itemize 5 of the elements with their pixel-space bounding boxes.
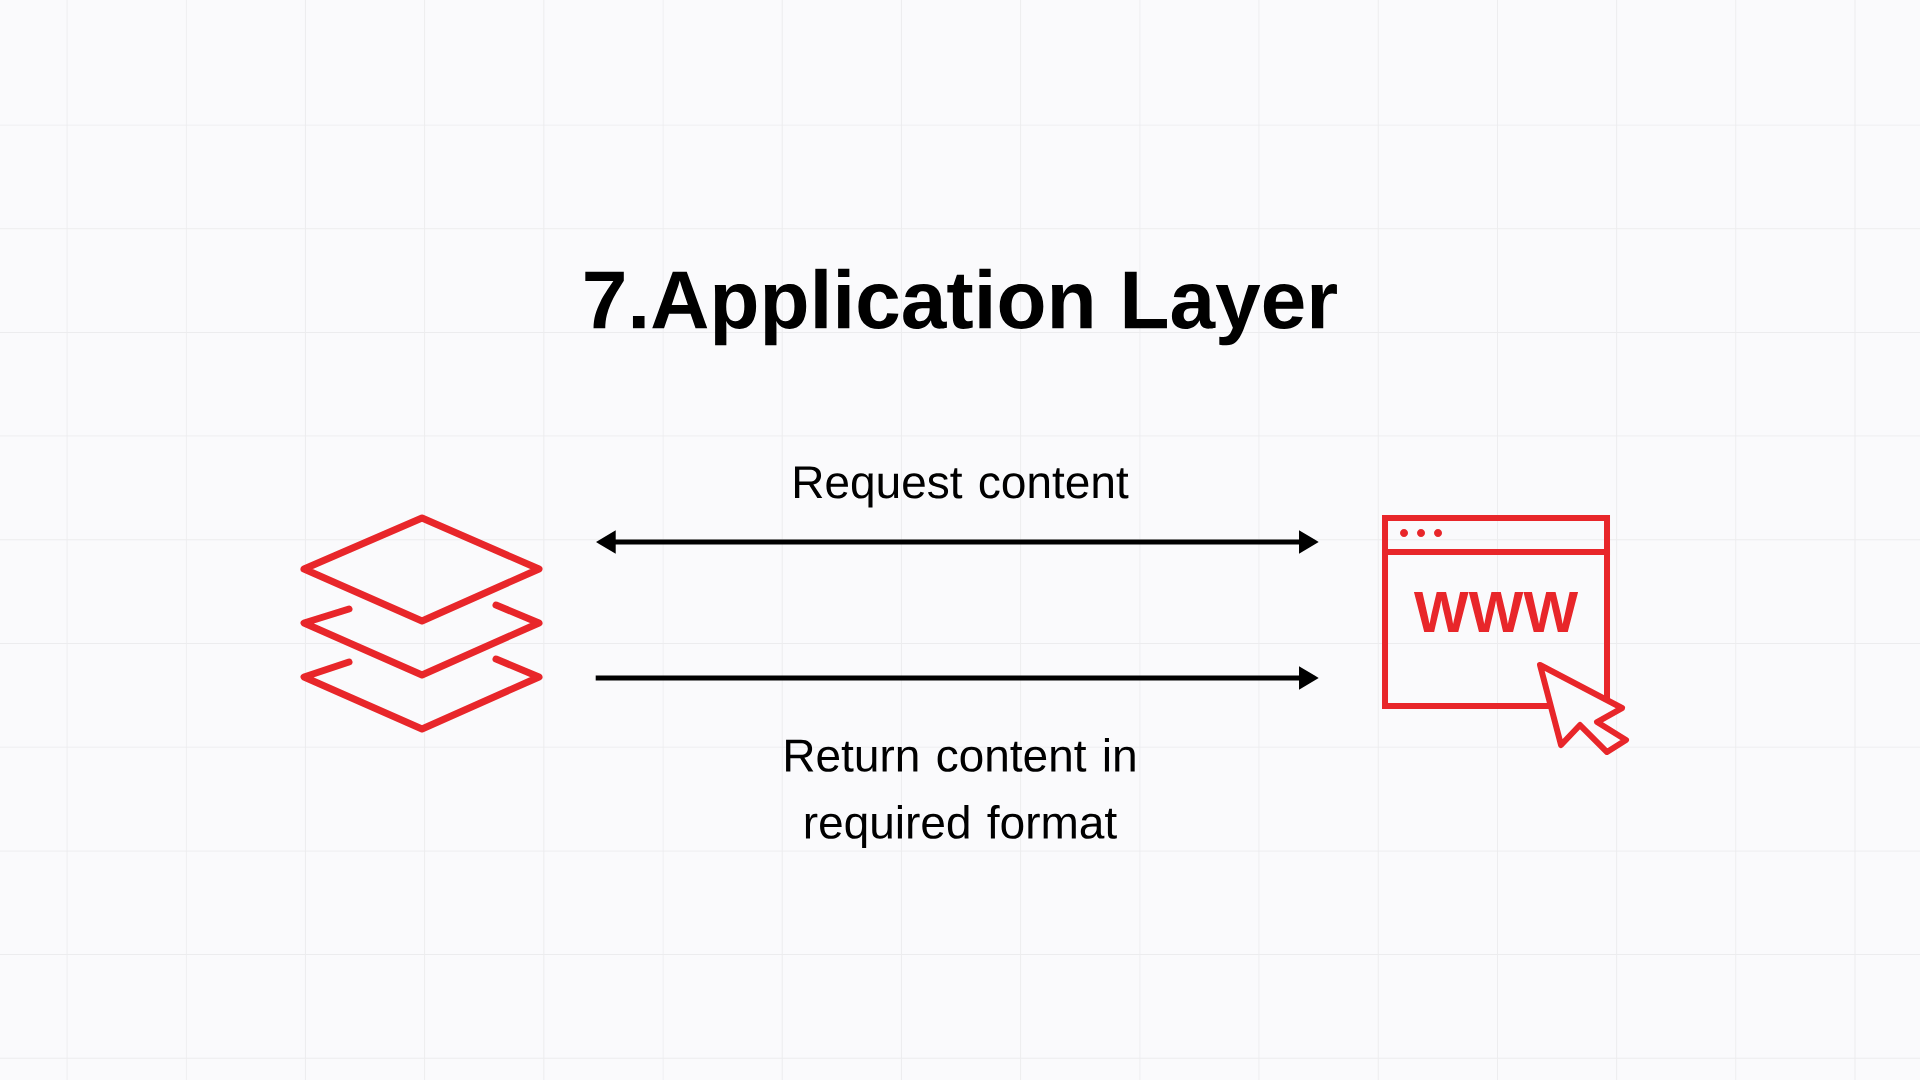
layers-drawing xyxy=(300,514,543,733)
browser-window: WWW xyxy=(1382,515,1629,755)
edge-label: Return content in required format xyxy=(786,738,1135,848)
title: 7.Application Layer xyxy=(585,268,1337,346)
edge-label: Request content xyxy=(795,466,1129,508)
